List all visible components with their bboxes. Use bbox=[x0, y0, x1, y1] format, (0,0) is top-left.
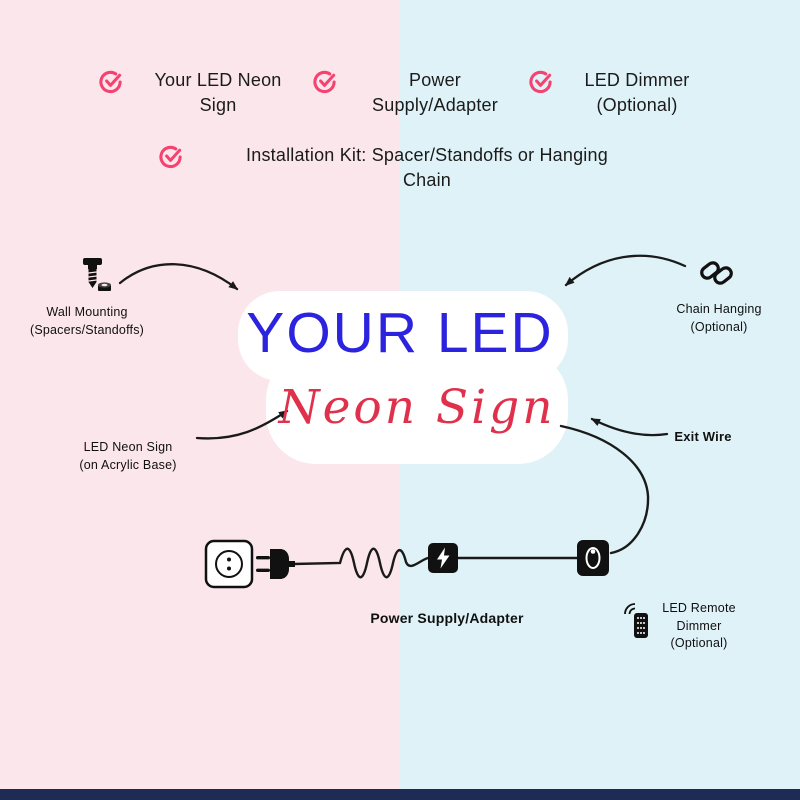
callout-text: LED Remote bbox=[662, 601, 736, 615]
remote-icon bbox=[624, 603, 648, 638]
callout-chain-hanging: Chain Hanging (Optional) bbox=[637, 301, 800, 336]
checklist-label: Installation Kit: Spacer/Standoffs or Ha… bbox=[246, 145, 608, 165]
callout-wall-mounting: Wall Mounting (Spacers/Standoffs) bbox=[4, 304, 170, 339]
checklist-label: Your LED Neon bbox=[154, 70, 282, 90]
callout-text: (Optional) bbox=[670, 636, 728, 650]
checklist-item-installation-kit: Installation Kit: Spacer/Standoffs or Ha… bbox=[158, 143, 662, 193]
check-icon bbox=[158, 144, 183, 174]
checklist-label: LED Dimmer bbox=[584, 70, 690, 90]
callout-exit-wire: Exit Wire bbox=[648, 428, 758, 446]
screw-icon bbox=[83, 258, 111, 291]
sign-text-your-led: YOUR LED bbox=[246, 301, 554, 365]
checklist-item-dimmer: LED Dimmer (Optional) bbox=[528, 68, 712, 118]
callout-power-supply: Power Supply/Adapter bbox=[337, 610, 557, 626]
adapter-icon bbox=[428, 543, 458, 573]
plug-icon bbox=[256, 549, 295, 579]
standoff-nut-icon bbox=[98, 282, 111, 291]
footer-bar bbox=[0, 789, 800, 800]
checklist-item-power-supply: Power Supply/Adapter bbox=[312, 68, 524, 118]
callout-text: Dimmer bbox=[676, 618, 722, 633]
arrow-chain-hanging bbox=[564, 254, 687, 287]
callout-text: (Optional) bbox=[690, 319, 748, 334]
callout-text: Chain Hanging bbox=[676, 302, 762, 316]
checklist-label: Supply/Adapter bbox=[372, 94, 498, 115]
sign-acrylic-base bbox=[238, 291, 568, 464]
callout-text: (Spacers/Standoffs) bbox=[29, 322, 145, 337]
callout-arrows bbox=[118, 254, 687, 440]
checklist-label: Sign bbox=[199, 94, 237, 115]
checklist-item-neon-sign: Your LED Neon Sign bbox=[98, 68, 304, 118]
check-icon bbox=[98, 69, 123, 99]
outlet-icon bbox=[204, 539, 254, 589]
check-icon bbox=[312, 69, 337, 99]
callout-text: LED Neon Sign bbox=[83, 440, 173, 454]
arrow-wall-mounting bbox=[118, 263, 239, 291]
arrow-exit-wire bbox=[590, 417, 669, 437]
callout-led-neon-sign: LED Neon Sign (on Acrylic Base) bbox=[45, 439, 211, 474]
checklist-label: (Optional) bbox=[596, 94, 678, 115]
chain-icon bbox=[700, 261, 733, 285]
power-cable-wavy bbox=[291, 547, 430, 579]
callout-text: (on Acrylic Base) bbox=[79, 457, 177, 472]
check-icon bbox=[528, 69, 553, 99]
checklist-label: Chain bbox=[402, 169, 452, 190]
callout-text: Wall Mounting bbox=[46, 305, 128, 319]
exit-wire-cable bbox=[559, 424, 650, 555]
wires bbox=[291, 424, 650, 579]
callout-text: Power Supply/Adapter bbox=[370, 610, 524, 626]
checklist-label: Power bbox=[408, 70, 462, 90]
callout-text: Exit Wire bbox=[674, 429, 732, 444]
arrow-led-neon-sign bbox=[195, 409, 289, 440]
callout-remote-dimmer: LED Remote Dimmer (Optional) bbox=[643, 600, 755, 653]
sign-text-neon-sign: Neon Sign bbox=[278, 380, 556, 435]
dimmer-icon bbox=[577, 540, 609, 576]
